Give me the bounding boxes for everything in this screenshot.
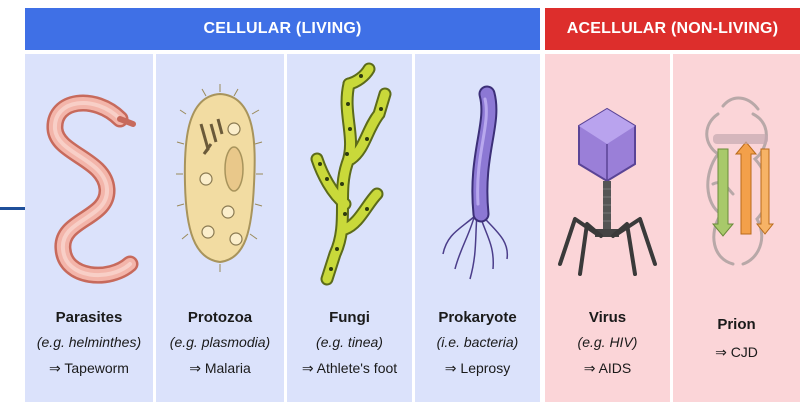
organism-name: Fungi (287, 309, 412, 326)
cellular-header: CELLULAR (LIVING) (25, 8, 540, 50)
worm-icon (25, 54, 153, 299)
panel-prion: Prion ⇒ CJD (673, 54, 800, 402)
panel-protozoa: Protozoa (e.g. plasmodia) ⇒ Malaria (156, 54, 284, 402)
organism-disease: ⇒ CJD (673, 344, 800, 361)
organism-disease: ⇒ Tapeworm (25, 360, 153, 377)
prion-icon (673, 54, 800, 299)
protozoa-icon (156, 54, 284, 299)
organism-name: Virus (545, 309, 670, 326)
virus-icon (545, 54, 670, 299)
panel-virus: Virus (e.g. HIV) ⇒ AIDS (545, 54, 670, 402)
organism-example: (e.g. helminthes) (25, 334, 153, 350)
organism-disease: ⇒ AIDS (545, 360, 670, 377)
organism-disease: ⇒ Leprosy (415, 360, 540, 377)
organism-example: (e.g. tinea) (287, 334, 412, 350)
organism-name: Prion (673, 316, 800, 333)
organism-name: Parasites (25, 309, 153, 326)
organism-disease: ⇒ Athlete's foot (287, 360, 412, 377)
panel-fungi: Fungi (e.g. tinea) ⇒ Athlete's foot (287, 54, 412, 402)
organism-name: Prokaryote (415, 309, 540, 326)
panel-prokaryote: Prokaryote (i.e. bacteria) ⇒ Leprosy (415, 54, 540, 402)
panel-parasites: Parasites (e.g. helminthes) ⇒ Tapeworm (25, 54, 153, 402)
fungi-icon (287, 54, 412, 299)
bacterium-icon (415, 54, 540, 299)
organism-example: (e.g. HIV) (545, 334, 670, 350)
organism-example: (i.e. bacteria) (415, 334, 540, 350)
organism-disease: ⇒ Malaria (156, 360, 284, 377)
acellular-header: ACELLULAR (NON-LIVING) (545, 8, 800, 50)
organism-name: Protozoa (156, 309, 284, 326)
organism-example: (e.g. plasmodia) (156, 334, 284, 350)
